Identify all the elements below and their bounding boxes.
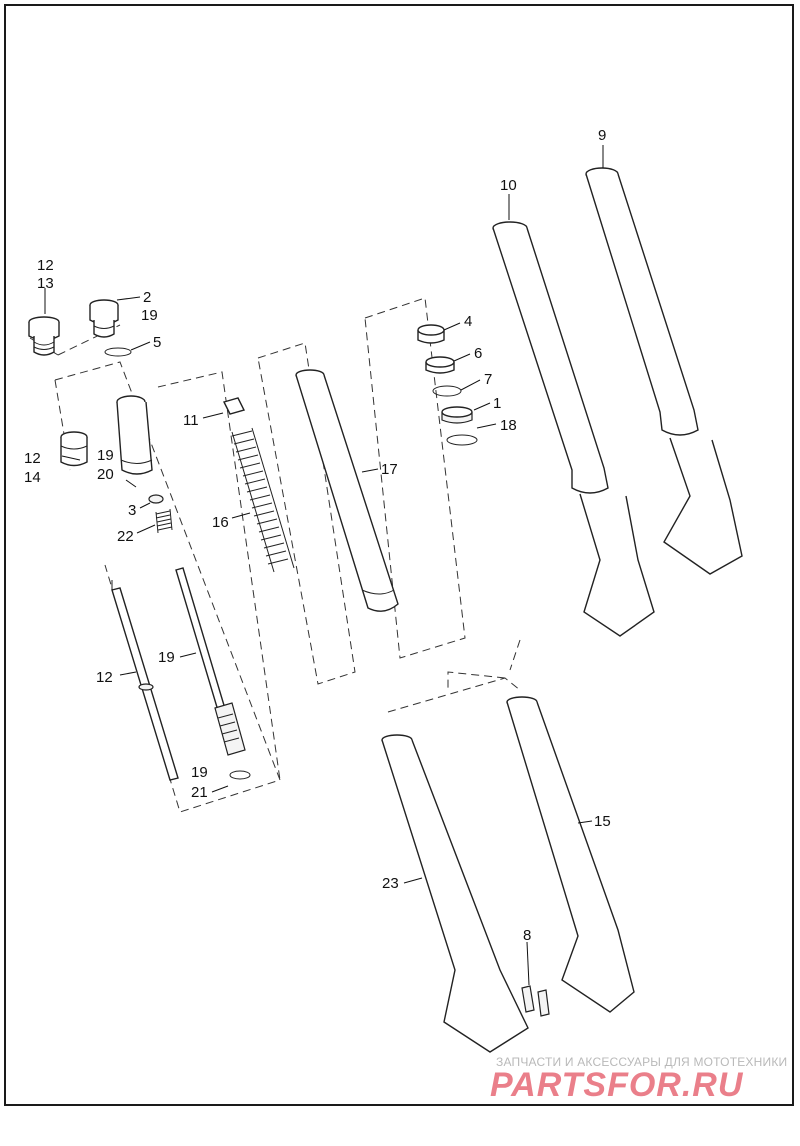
callout-23: 23 <box>382 875 399 892</box>
callout-12-rod: 12 <box>96 669 113 686</box>
callout-1: 1 <box>493 395 501 412</box>
o-ring-21 <box>229 770 251 780</box>
callout-15: 15 <box>594 813 611 830</box>
damper-rod-12 <box>111 580 179 781</box>
callout-16: 16 <box>212 514 229 531</box>
nut-11 <box>222 397 246 415</box>
callout-17: 17 <box>381 461 398 478</box>
callout-12-mid: 12 <box>24 450 41 467</box>
callout-22: 22 <box>117 528 134 545</box>
damper-rod-19 <box>175 567 246 756</box>
callout-6: 6 <box>474 345 482 362</box>
inner-tube-17 <box>295 369 399 612</box>
bushing-stack <box>417 324 478 446</box>
group-outline-spring <box>157 371 281 781</box>
callout-9: 9 <box>598 127 606 144</box>
watermark-brand: PARTSFOR.RU <box>490 1066 744 1104</box>
callout-18: 18 <box>500 417 517 434</box>
callout-21: 21 <box>191 784 208 801</box>
callout-11: 11 <box>183 412 199 429</box>
lower-leg-23 <box>381 734 529 1053</box>
callout-8: 8 <box>523 927 531 944</box>
group-outline-lower <box>387 639 521 713</box>
leader-lines <box>44 145 604 986</box>
callout-7: 7 <box>484 371 492 388</box>
o-ring-5 <box>104 347 132 357</box>
group-outline-tube17 <box>257 342 356 685</box>
outer-tube-9 <box>585 167 743 575</box>
callout-14: 14 <box>24 469 41 486</box>
fork-cap-12-13 <box>28 316 60 356</box>
diagram-frame <box>4 4 794 1106</box>
outer-tube-10 <box>492 221 655 637</box>
callout-3: 3 <box>128 502 136 519</box>
callout-10: 10 <box>500 177 517 194</box>
callout-5: 5 <box>153 334 161 351</box>
group-outline-cartridge-left <box>54 379 71 471</box>
callout-13: 13 <box>37 275 54 292</box>
callout-19-bottom: 19 <box>191 764 208 781</box>
cartridge-head-19-20 <box>116 395 153 475</box>
callout-4: 4 <box>464 313 472 330</box>
fork-spring-16 <box>231 427 295 573</box>
washer-3 <box>148 494 164 504</box>
watermark-subtitle: ЗАПЧАСТИ И АКСЕССУАРЫ ДЛЯ МОТОТЕХНИКИ <box>496 1055 788 1069</box>
fork-cap-2-19 <box>89 299 119 338</box>
lower-leg-15 <box>506 696 635 1013</box>
callout-20: 20 <box>97 466 114 483</box>
bolts-8 <box>521 985 550 1017</box>
cap-12-14 <box>60 431 88 467</box>
callout-19-top: 19 <box>141 307 158 324</box>
spring-22 <box>155 508 173 534</box>
callout-19-rod: 19 <box>158 649 175 666</box>
callout-2: 2 <box>143 289 151 306</box>
callout-12-top: 12 <box>37 257 54 274</box>
group-outline-bushings <box>364 297 466 659</box>
callout-19-mid: 19 <box>97 447 114 464</box>
